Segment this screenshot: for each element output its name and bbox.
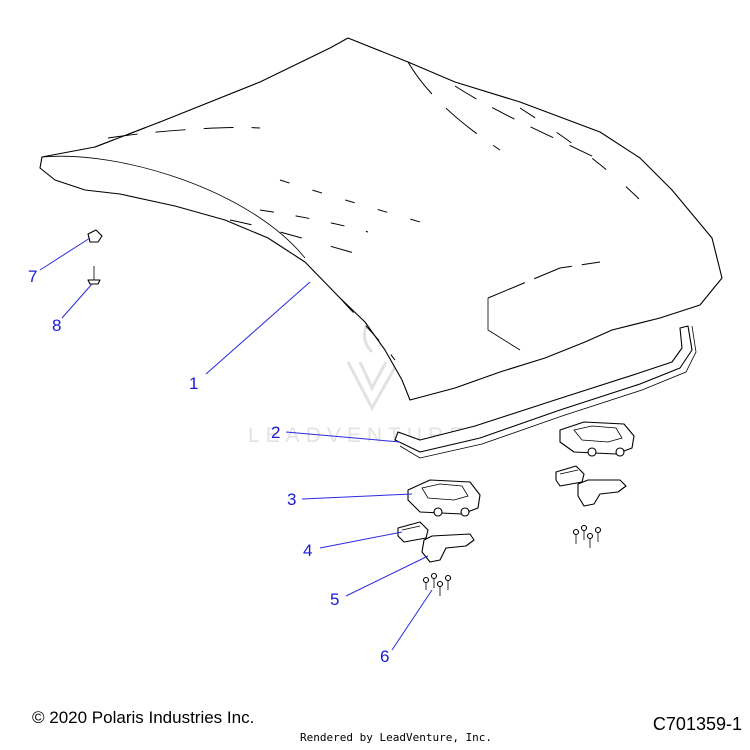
callout-6[interactable]: 6	[380, 647, 389, 666]
handle-left	[421, 533, 475, 563]
push-rivet	[87, 266, 101, 285]
screw-set-left	[422, 572, 452, 596]
rendered-by-text: Rendered by LeadVenture, Inc.	[300, 731, 493, 744]
bracket-right	[559, 421, 635, 457]
bracket-left	[407, 479, 481, 517]
nut-clip	[87, 229, 103, 243]
copyright-text: © 2020 Polaris Industries Inc.	[32, 708, 255, 727]
seal-strip	[394, 325, 697, 459]
diagram-code: C701359-1	[652, 714, 742, 734]
callout-1[interactable]: 1	[189, 374, 198, 393]
clip-left	[397, 521, 429, 543]
roof-panel	[39, 37, 723, 401]
handle-right	[577, 479, 627, 507]
callout-5[interactable]: 5	[330, 590, 339, 609]
screw-set-right	[572, 524, 602, 548]
callout-8[interactable]: 8	[52, 316, 61, 335]
callout-3[interactable]: 3	[287, 490, 296, 509]
leader-lines	[39, 237, 433, 651]
callout-7[interactable]: 7	[28, 267, 37, 286]
callout-2[interactable]: 2	[271, 423, 280, 442]
callout-4[interactable]: 4	[303, 541, 312, 560]
